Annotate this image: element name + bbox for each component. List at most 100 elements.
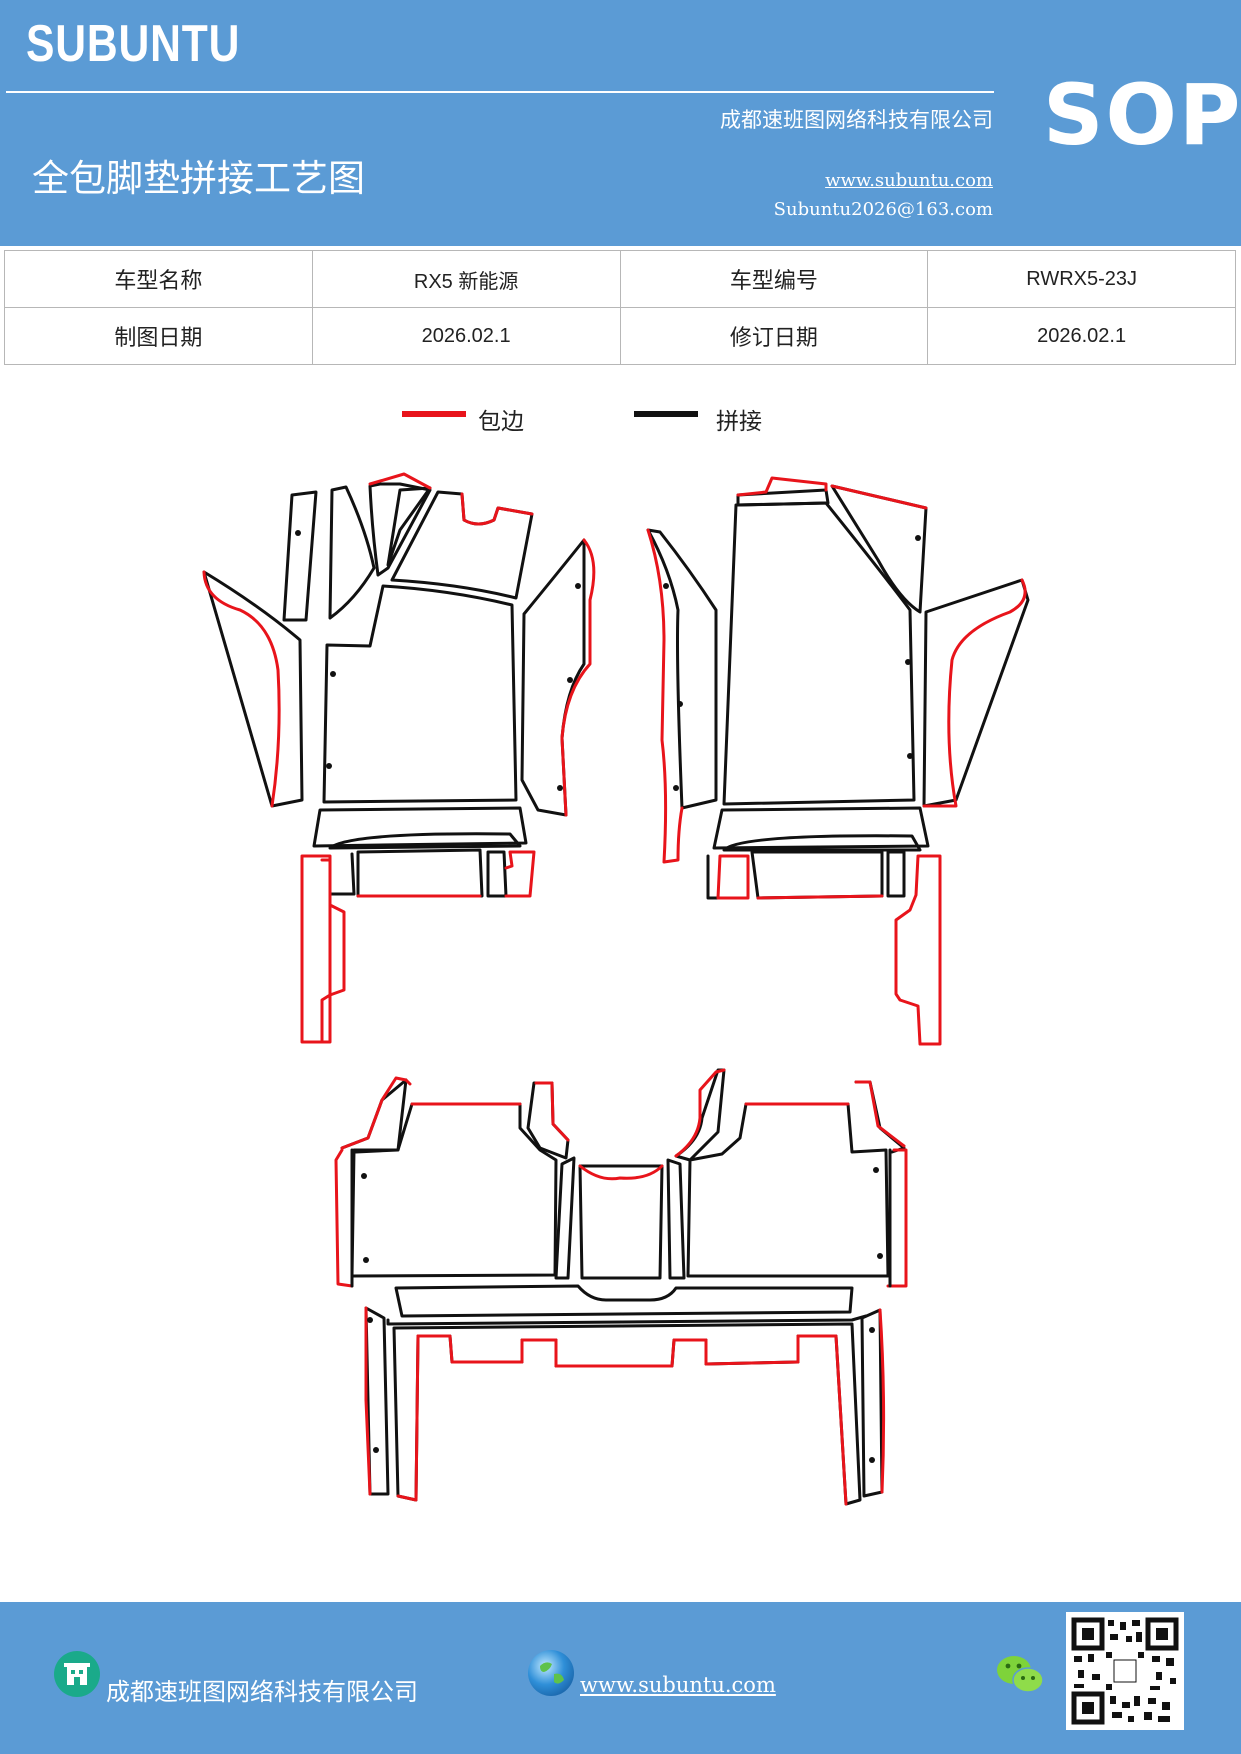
- mat-piece: [520, 538, 586, 817]
- mat-piece: [736, 488, 830, 507]
- mat-piece: [340, 1076, 412, 1150]
- mat-dot: [567, 677, 573, 683]
- mat-dot: [877, 1253, 883, 1259]
- mat-piece: [328, 832, 522, 850]
- info-table: 车型名称 RX5 新能源 车型编号 RWRX5-23J 制图日期 2026.02…: [4, 250, 1236, 365]
- mat-piece: [416, 1334, 848, 1506]
- table-row: 车型名称 RX5 新能源 车型编号 RWRX5-23J: [4, 250, 1236, 308]
- footer-company: 成都速班图网络科技有限公司: [106, 1678, 418, 1706]
- mat-piece: [922, 578, 1030, 808]
- mat-piece: [922, 578, 1027, 808]
- mat-piece: [756, 894, 884, 900]
- mat-piece: [554, 1156, 576, 1280]
- mat-dot: [373, 1447, 379, 1453]
- header-website-link[interactable]: www.subuntu.com: [825, 170, 993, 191]
- mat-piece: [386, 486, 432, 567]
- model-name-value: RX5 新能源: [311, 250, 621, 308]
- mat-piece: [356, 848, 484, 898]
- mat-piece: [578, 1164, 664, 1280]
- model-name-label: 车型名称: [4, 250, 313, 308]
- mat-dot: [575, 583, 581, 589]
- doc-type-label: SOP: [1043, 66, 1241, 164]
- mat-dot: [367, 1317, 373, 1323]
- mat-piece: [312, 806, 528, 848]
- mat-piece: [386, 1314, 868, 1326]
- mat-dot: [873, 1167, 879, 1173]
- mat-piece: [368, 472, 432, 490]
- mat-piece: [328, 485, 376, 620]
- footer-website-link[interactable]: www.subuntu.com: [580, 1673, 776, 1697]
- mat-piece: [712, 806, 930, 850]
- mat-dot: [905, 659, 911, 665]
- wechat-icon[interactable]: [994, 1652, 1046, 1698]
- qr-code[interactable]: [1066, 1612, 1184, 1730]
- mat-piece: [534, 1081, 570, 1142]
- mat-piece: [322, 584, 518, 804]
- rear-mat-group: [334, 1068, 908, 1506]
- legend-edge-label: 包边: [478, 409, 524, 435]
- mat-piece: [750, 850, 884, 900]
- globe-icon: [528, 1650, 574, 1696]
- mat-piece: [646, 528, 684, 864]
- model-code-label: 车型编号: [619, 250, 929, 308]
- mat-dot: [663, 583, 669, 589]
- mat-piece: [486, 850, 508, 898]
- building-icon: [54, 1651, 100, 1697]
- legend-edge-swatch: [402, 411, 466, 417]
- mat-piece: [504, 850, 536, 898]
- front-right-mat-group: [646, 476, 1030, 1046]
- mat-piece: [394, 1284, 854, 1318]
- legend: 包边 拼接: [0, 402, 1241, 436]
- mat-piece: [830, 484, 928, 510]
- mat-piece: [282, 490, 318, 622]
- mat-piece: [340, 1078, 408, 1154]
- brand-logo: SUBUNTU: [26, 15, 241, 73]
- mat-dot: [915, 535, 921, 541]
- mat-piece: [886, 850, 906, 898]
- mat-piece: [202, 570, 281, 808]
- mat-piece: [686, 1102, 890, 1278]
- mat-piece: [526, 1081, 570, 1160]
- draw-date-label: 制图日期: [4, 307, 313, 365]
- mat-dot: [869, 1457, 875, 1463]
- mat-piece: [878, 1308, 886, 1494]
- mat-piece: [716, 854, 750, 900]
- mat-piece: [722, 501, 916, 806]
- header-divider: [6, 91, 994, 93]
- mat-piece: [736, 476, 828, 497]
- mat-dot: [869, 1327, 875, 1333]
- mat-piece: [320, 858, 346, 1042]
- mat-dot: [673, 785, 679, 791]
- mat-dot: [326, 763, 332, 769]
- mat-piece: [202, 570, 304, 808]
- mat-piece: [830, 484, 928, 614]
- mat-piece: [560, 538, 596, 817]
- mat-piece: [300, 854, 332, 1044]
- mat-piece: [666, 1158, 686, 1280]
- mat-piece: [674, 1068, 726, 1158]
- mat-piece: [706, 854, 720, 900]
- mat-piece: [334, 1148, 354, 1288]
- mat-piece: [396, 1334, 420, 1502]
- mat-dot: [361, 1173, 367, 1179]
- mat-piece: [328, 852, 356, 896]
- mat-dot: [363, 1257, 369, 1263]
- mat-piece: [894, 854, 942, 1046]
- front-left-mat-group: [202, 472, 596, 1044]
- mat-dot: [907, 753, 913, 759]
- draw-date-value: 2026.02.1: [311, 307, 621, 365]
- footer-banner: 成都速班图网络科技有限公司 www.subuntu.com: [0, 1602, 1241, 1754]
- mat-piece: [886, 1148, 908, 1288]
- floor-mat-diagram: [202, 472, 1030, 1506]
- mat-dot: [677, 701, 683, 707]
- header-company: 成都速班图网络科技有限公司: [720, 108, 993, 132]
- header-email[interactable]: Subuntu2026@163.com: [773, 199, 993, 220]
- header-banner: SUBUNTU 成都速班图网络科技有限公司 全包脚垫拼接工艺图 www.subu…: [0, 0, 1241, 246]
- model-code-value: RWRX5-23J: [927, 250, 1236, 308]
- mat-piece: [722, 834, 922, 852]
- revise-date-label: 修订日期: [619, 307, 929, 365]
- mat-piece: [350, 1102, 558, 1278]
- mat-piece: [460, 492, 534, 526]
- table-row: 制图日期 2026.02.1 修订日期 2026.02.1: [4, 307, 1236, 365]
- mat-piece: [364, 1306, 372, 1496]
